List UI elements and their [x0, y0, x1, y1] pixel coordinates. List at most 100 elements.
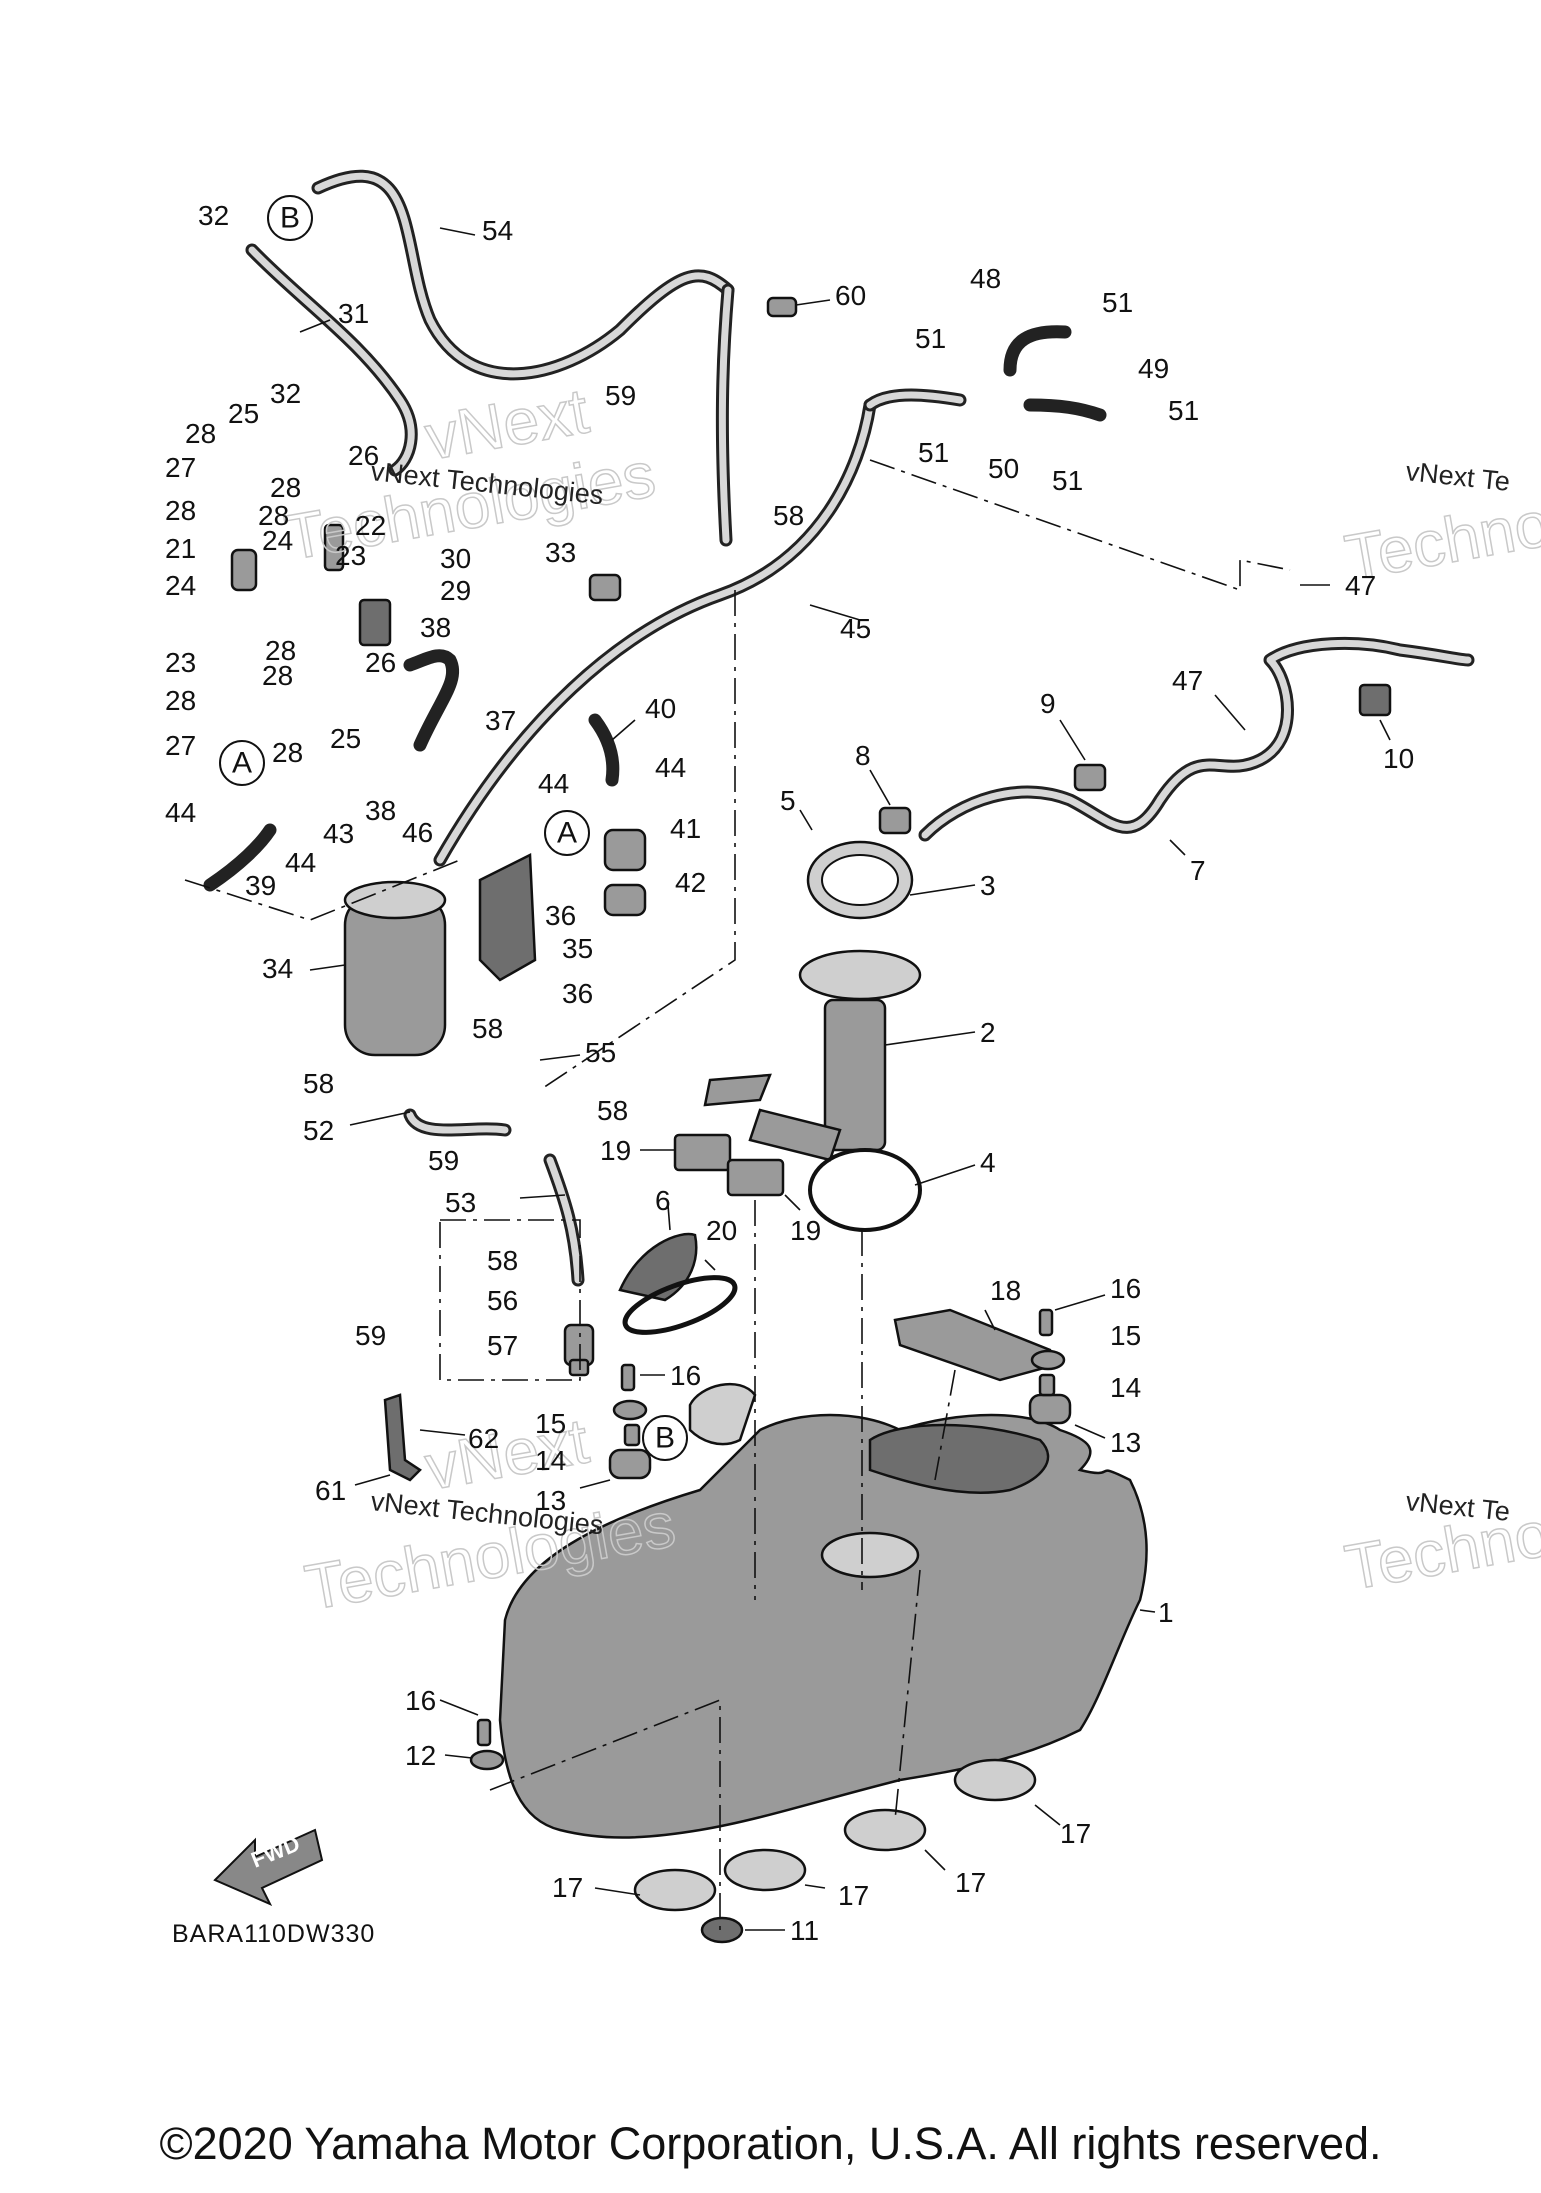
tank-pump-opening [820, 1531, 920, 1579]
callout-38b: 38 [365, 795, 396, 826]
charcoal-canister-top [343, 880, 447, 920]
fuel-pump-flange [798, 949, 922, 1001]
pad-17-d [953, 1758, 1037, 1802]
callout-60: 60 [835, 280, 866, 311]
phantom-lines [184, 459, 1291, 1930]
callout-51e: 51 [1052, 465, 1083, 496]
leader-2 [884, 1031, 976, 1046]
callout-27b: 27 [165, 730, 196, 761]
callout-41: 41 [670, 813, 701, 844]
phantom-canister [184, 859, 461, 921]
callout-45: 45 [840, 613, 871, 644]
leader-13a [579, 1479, 611, 1489]
callout-13a: 13 [535, 1485, 566, 1516]
callout-28a: 28 [185, 418, 216, 449]
callout-32b: 32 [270, 378, 301, 409]
leader-20 [704, 1259, 716, 1271]
callout-9: 9 [1040, 688, 1056, 719]
clamp-9 [1073, 763, 1107, 792]
leader-45 [809, 604, 861, 621]
callout-24b: 24 [165, 570, 196, 601]
callout-23b: 23 [165, 647, 196, 678]
washer-15-right [1030, 1349, 1066, 1371]
callout-62: 62 [468, 1423, 499, 1454]
callout-53: 53 [445, 1187, 476, 1218]
callout-labels: 1 2 3 4 5 6 7 8 9 10 11 12 13 13 14 14 1… [165, 200, 1414, 1946]
clamp-33 [588, 573, 622, 602]
callout-40: 40 [645, 693, 676, 724]
ref-mark-b-top [267, 195, 313, 241]
callout-39: 39 [245, 870, 276, 901]
bracket-61 [383, 1393, 422, 1482]
hose-31 [245, 243, 418, 477]
callout-16b: 16 [1110, 1273, 1141, 1304]
callout-28d: 28 [258, 500, 289, 531]
callout-44a: 44 [165, 797, 196, 828]
callout-29: 29 [440, 575, 471, 606]
callout-50: 50 [988, 453, 1019, 484]
hoses [203, 169, 1475, 1287]
callout-54: 54 [482, 215, 513, 246]
leader-62 [419, 1429, 466, 1436]
callout-2: 2 [980, 1017, 996, 1048]
callout-5: 5 [780, 785, 796, 816]
pump-gasket [808, 1148, 922, 1232]
callout-31: 31 [338, 298, 369, 329]
callout-44d: 44 [655, 752, 686, 783]
callout-35: 35 [562, 933, 593, 964]
leader-16c [439, 1699, 479, 1716]
leader-17c [924, 1849, 946, 1871]
bolt-16-a [620, 1363, 636, 1392]
hose-vertical-60-inner [718, 286, 732, 544]
phantom-55 [539, 590, 736, 1091]
callout-3: 3 [980, 870, 996, 901]
leader-4 [914, 1164, 976, 1186]
pad-17-b [723, 1848, 807, 1892]
leader-13b [1074, 1424, 1106, 1439]
callout-61: 61 [315, 1475, 346, 1506]
callout-12: 12 [405, 1740, 436, 1771]
fuel-tank-top-recess [868, 1423, 1050, 1494]
grommet-41 [603, 828, 647, 872]
damper-13-left [608, 1448, 652, 1480]
callout-51c: 51 [1168, 395, 1199, 426]
pad-17-c [843, 1808, 927, 1852]
callout-52: 52 [303, 1115, 334, 1146]
tank-bracket-18 [893, 1308, 1057, 1382]
callout-36b: 36 [562, 978, 593, 1009]
callout-28h: 28 [272, 737, 303, 768]
callout-51d: 51 [918, 437, 949, 468]
valve-22 [323, 523, 345, 572]
callout-14b: 14 [1110, 1372, 1141, 1403]
clamp-8 [878, 806, 912, 835]
pad-17-a [633, 1868, 717, 1912]
leader-60 [795, 299, 831, 306]
phantom-61 [439, 1219, 581, 1381]
leader-16b [1054, 1294, 1106, 1311]
watermark-line-right-top: vNext Te [1404, 456, 1511, 497]
callout-28g: 28 [165, 685, 196, 716]
hose-37 [403, 649, 460, 752]
hose-48 [1003, 325, 1072, 377]
phantom-18 [934, 1369, 956, 1481]
callout-7: 7 [1190, 855, 1206, 886]
leader-17a [594, 1887, 641, 1896]
copyright-notice: ©2020 Yamaha Motor Corporation, U.S.A. A… [159, 2118, 1382, 2169]
callout-1: 1 [1158, 1597, 1174, 1628]
callout-11: 11 [790, 1915, 819, 1946]
fwd-arrow-icon [213, 1828, 324, 1907]
leader-9 [1059, 719, 1086, 761]
callout-38a: 38 [420, 612, 451, 643]
callout-43: 43 [323, 818, 354, 849]
leader-6 [667, 1204, 671, 1231]
callout-25a: 25 [228, 398, 259, 429]
phantom-47 [869, 459, 1291, 592]
damper-13-right [1028, 1393, 1072, 1425]
callout-48: 48 [970, 263, 1001, 294]
collar-57 [568, 1358, 590, 1377]
callout-28c: 28 [165, 495, 196, 526]
callout-49: 49 [1138, 353, 1169, 384]
callout-37: 37 [485, 705, 516, 736]
hose-45-inner [436, 401, 874, 864]
